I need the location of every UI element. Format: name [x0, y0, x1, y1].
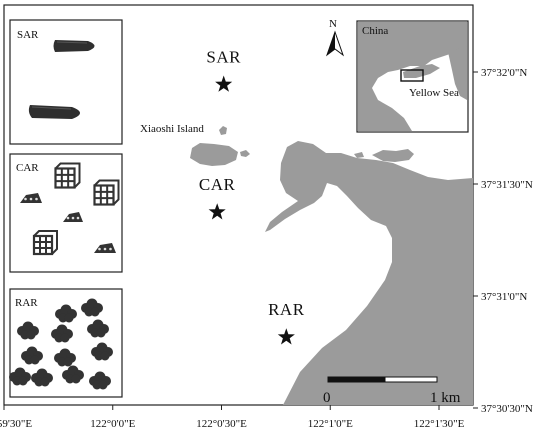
longitude-tick-label: 122°1'0"E [308, 418, 353, 430]
island-label: Xiaoshi Island [140, 123, 204, 135]
latitude-tick-label: 37°31'0"N [481, 291, 527, 303]
triangle-reef-unit [20, 193, 42, 203]
longitude-tick-label: 122°1'30"E [414, 418, 465, 430]
latitude-ticks: 37°32'0"N 37°31'30"N 37°31'0"N 37°30'30"N [473, 67, 533, 415]
rock-reef-unit [62, 365, 84, 384]
rock-reef-unit [21, 346, 43, 365]
longitude-ticks: 121°59'30"E 122°0'0"E 122°0'30"E 122°1'0"E 1… [0, 405, 465, 430]
rock-reef-unit [81, 298, 103, 317]
reef-panel-sar-label: SAR [17, 29, 39, 41]
rock-reef-unit [9, 367, 31, 386]
cube-reef-unit [93, 179, 120, 206]
latitude-tick-label: 37°30'30"N [481, 403, 533, 415]
site-label: SAR [206, 48, 241, 67]
rock-reef-unit [87, 319, 109, 338]
islet-north [219, 126, 227, 135]
rock-reef-unit [89, 371, 111, 390]
scale-bar-end-label: 1 km [430, 390, 461, 406]
inset-sea-label: Yellow Sea [409, 87, 459, 99]
ship-reef-unit [53, 40, 95, 52]
inset-china-land [358, 22, 467, 131]
islet-northeast [372, 149, 414, 162]
ship-reef-unit [28, 105, 80, 119]
longitude-tick-label: 121°59'30"E [0, 418, 32, 430]
cube-reef-unit [32, 230, 58, 256]
inset-korea [448, 46, 467, 100]
xiaoshi-island [190, 143, 238, 166]
rock-reef-unit [17, 321, 39, 340]
site-markers: SAR CAR RAR [199, 48, 305, 345]
star-icon [208, 203, 226, 220]
triangle-reef-unit [63, 212, 83, 222]
longitude-tick-label: 122°0'30"E [196, 418, 247, 430]
inset-country-label: China [362, 25, 388, 37]
reef-panel-rar-label: RAR [15, 297, 38, 309]
rock-reef-unit [54, 348, 76, 367]
rock-reef-unit [91, 342, 113, 361]
rock-reef-unit [55, 304, 77, 323]
site-marker-car: CAR [199, 175, 236, 220]
rock-reef-unit [31, 368, 53, 387]
inset-peninsula [403, 64, 440, 78]
star-icon [215, 75, 233, 92]
scale-bar-start-label: 0 [323, 390, 331, 406]
north-arrow: N [325, 18, 345, 57]
site-label: RAR [268, 300, 305, 319]
locator-inset: China Yellow Sea [356, 20, 469, 133]
site-marker-rar: RAR [268, 300, 305, 345]
rock-reef-unit [51, 324, 73, 343]
reef-panel-car-label: CAR [16, 162, 39, 174]
latitude-tick-label: 37°31'30"N [481, 179, 533, 191]
car-reef-units [20, 162, 120, 256]
inset-study-area-box [400, 69, 424, 82]
north-arrow-label: N [329, 18, 337, 30]
site-label: CAR [199, 175, 236, 194]
mainland-coast [265, 141, 473, 405]
triangle-reef-unit [94, 243, 116, 253]
star-icon [277, 328, 295, 345]
cube-reef-unit [54, 162, 81, 189]
site-marker-sar: SAR [206, 48, 241, 92]
rar-reef-units [9, 298, 113, 390]
scale-bar: 0 1 km [323, 376, 461, 406]
latitude-tick-label: 37°32'0"N [481, 67, 527, 79]
islet-northeast-small [354, 152, 364, 158]
longitude-tick-label: 122°0'0"E [90, 418, 135, 430]
islet-east [240, 150, 250, 157]
